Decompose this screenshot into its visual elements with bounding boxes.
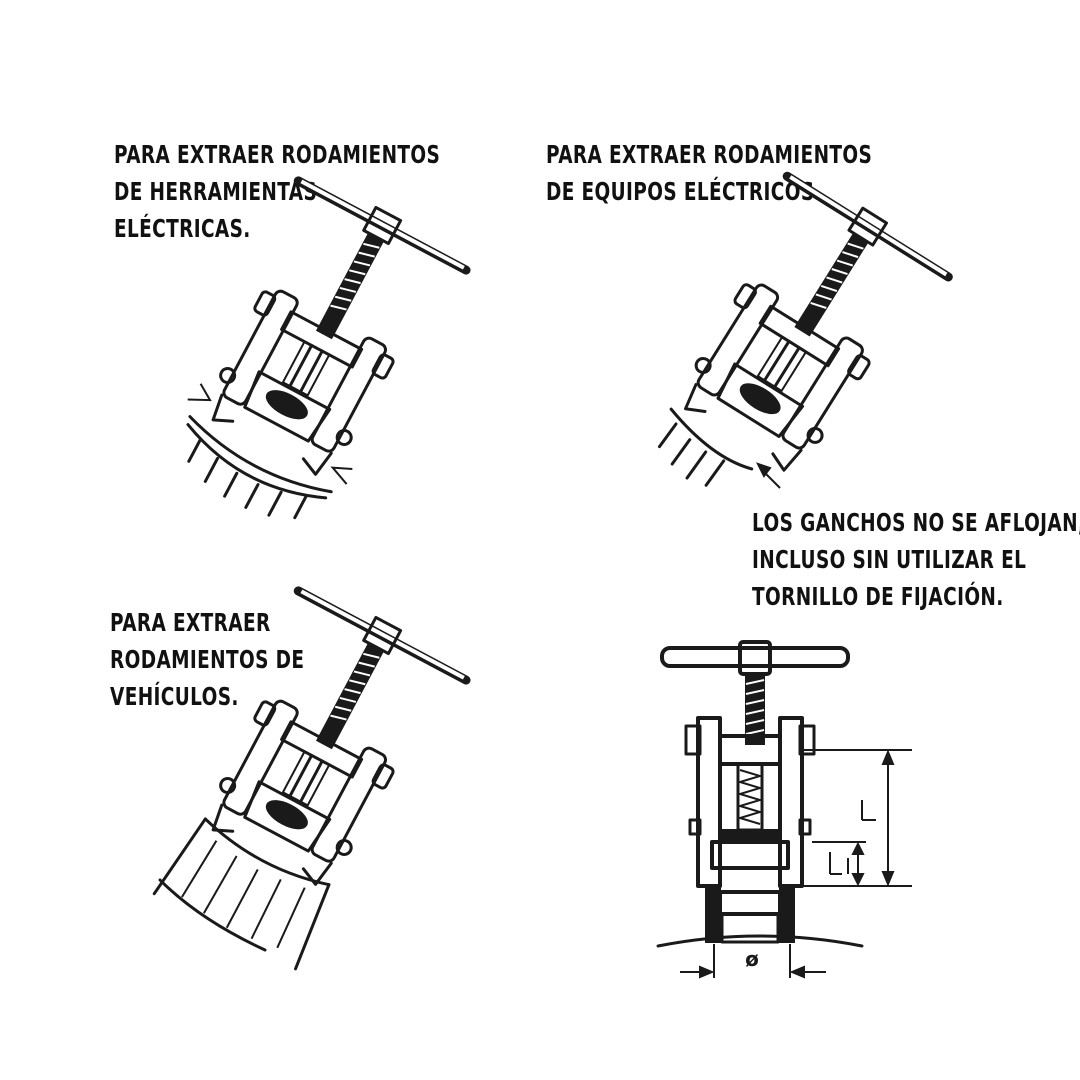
- caption-line: DE HERRAMIENTAS: [114, 177, 318, 206]
- caption-line: TORNILLO DE FIJACIÓN.: [752, 582, 1004, 611]
- caption-line: PARA EXTRAER RODAMIENTOS: [546, 140, 873, 169]
- caption-power-tools: PARA EXTRAER RODAMIENTOS DE HERRAMIENTAS…: [114, 136, 440, 247]
- caption-line: VEHÍCULOS.: [110, 682, 239, 711]
- caption-line: PARA EXTRAER RODAMIENTOS: [114, 140, 441, 169]
- vehicle-hub-outline: [158, 878, 267, 952]
- caption-line: PARA EXTRAER: [110, 608, 271, 637]
- caption-line: RODAMIENTOS DE: [110, 645, 305, 674]
- caption-line: ELÉCTRICAS.: [114, 214, 251, 243]
- caption-line: INCLUSO SIN UTILIZAR EL: [752, 545, 1027, 574]
- caption-line: DE EQUIPOS ELÉCTRICOS.: [546, 177, 822, 206]
- caption-line: LOS GANCHOS NO SE AFLOJAN,: [752, 508, 1080, 537]
- puller-vehicles-illustration: [152, 579, 472, 971]
- puller-power-tools-illustration: [151, 169, 472, 520]
- caption-hooks-note: LOS GANCHOS NO SE AFLOJAN, INCLUSO SIN U…: [752, 504, 1080, 615]
- caption-electrical-equipment: PARA EXTRAER RODAMIENTOS DE EQUIPOS ELÉC…: [546, 136, 872, 210]
- hooks-pointer-arrow: [756, 462, 781, 489]
- puller-electrical-equipment-illustration: [623, 165, 955, 539]
- puller-technical-drawing: ø: [656, 640, 912, 979]
- diameter-label: ø: [745, 947, 759, 971]
- caption-vehicles: PARA EXTRAER RODAMIENTOS DE VEHÍCULOS.: [110, 604, 304, 715]
